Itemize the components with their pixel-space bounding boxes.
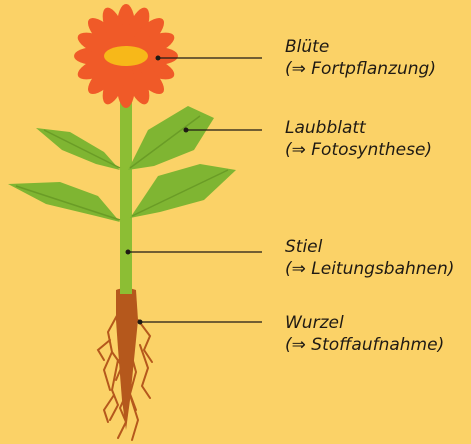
label-laubblatt: Laubblatt (⇒ Fotosynthese) — [285, 117, 432, 161]
label-stiel: Stiel (⇒ Leitungsbahnen) — [285, 236, 454, 280]
stem — [120, 88, 132, 294]
label-bluete: Blüte (⇒ Fortpflanzung) — [285, 36, 436, 80]
flower-center — [104, 46, 148, 66]
label-wurzel: Wurzel (⇒ Stoffaufnahme) — [285, 312, 444, 356]
label-laubblatt-function: (⇒ Fotosynthese) — [285, 139, 432, 161]
label-bluete-name: Blüte — [285, 36, 436, 58]
label-stiel-function: (⇒ Leitungsbahnen) — [285, 258, 454, 280]
label-stiel-name: Stiel — [285, 236, 454, 258]
label-laubblatt-name: Laubblatt — [285, 117, 432, 139]
label-wurzel-name: Wurzel — [285, 312, 444, 334]
label-wurzel-function: (⇒ Stoffaufnahme) — [285, 334, 444, 356]
label-bluete-function: (⇒ Fortpflanzung) — [285, 58, 436, 80]
